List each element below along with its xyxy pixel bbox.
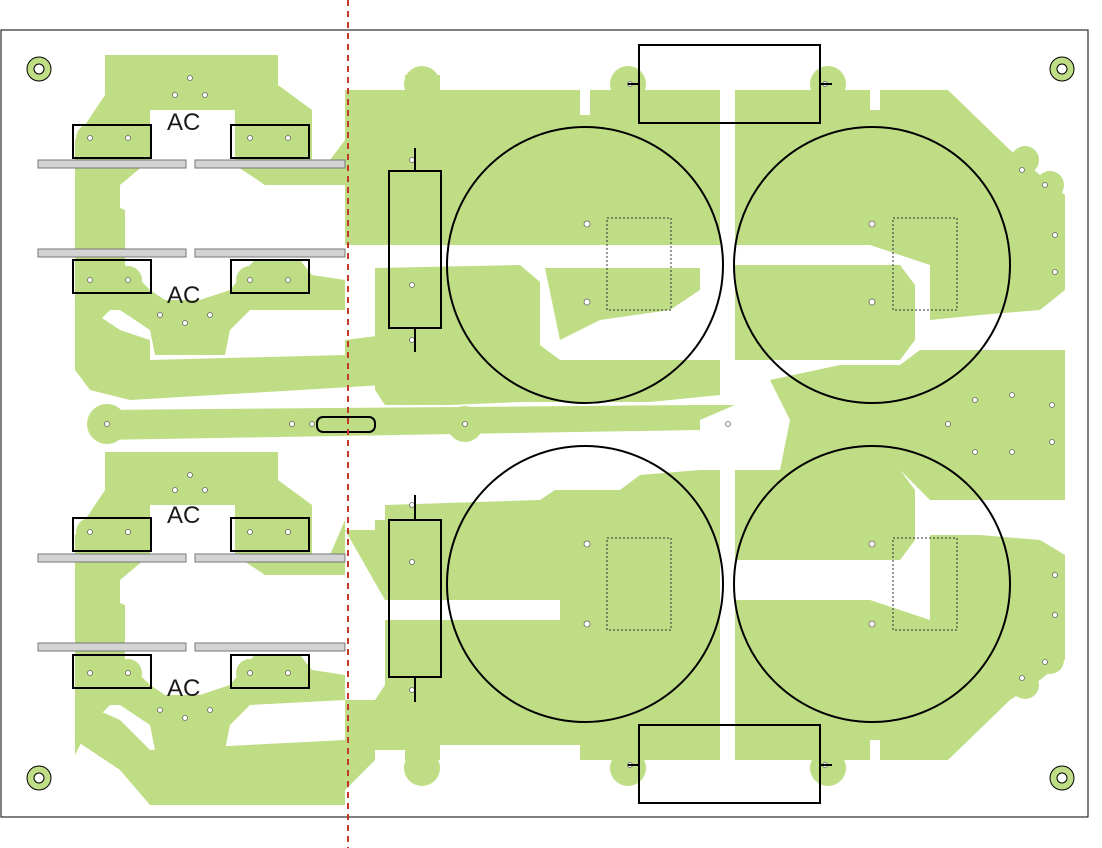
capacitor-top-right	[733, 126, 1011, 404]
capacitors	[446, 126, 1011, 723]
copper-rectifier-upper-bottom	[75, 200, 345, 360]
copper-cap-pad-top-left	[545, 268, 700, 340]
bridge-footprints	[72, 124, 310, 689]
copper-pad-bottom-3	[810, 750, 846, 786]
capacitor-bottom-right	[733, 445, 1011, 723]
capacitor-top-left	[446, 126, 724, 404]
copper-bus-right-lower	[735, 470, 915, 560]
heatsink-bars	[37, 159, 346, 652]
copper-pad-right-4	[1011, 671, 1039, 699]
capacitor-markers	[606, 217, 958, 631]
mounting-holes	[26, 56, 1075, 791]
copper-pad-bottom-1	[404, 750, 440, 786]
copper-rectifier-lower-pour	[75, 700, 375, 805]
copper-bus-right-upper	[735, 90, 1065, 320]
copper-rectifier-lower-top	[75, 452, 345, 628]
copper-cap-pad-bottom-left	[540, 502, 700, 580]
copper-pad-top-1	[404, 66, 440, 102]
copper-pad-cap-3	[573, 606, 601, 634]
ac-label-lower-2: AC	[167, 675, 200, 702]
drill-holes	[87, 75, 1058, 768]
copper-pad-right-1	[1011, 146, 1039, 174]
copper-pad-cap-2	[858, 214, 886, 242]
copper-pad-right-2	[1036, 171, 1064, 199]
copper-layer	[75, 55, 1065, 805]
capacitor-bottom-left	[446, 445, 724, 723]
copper-bus-upper-mid	[375, 265, 720, 405]
copper-bus-upper	[345, 75, 720, 245]
ac-label-upper-2: AC	[167, 282, 200, 309]
fuse-holder	[316, 416, 376, 433]
copper-bus-right-mid	[735, 265, 915, 360]
mounting-hole-bottom-left	[26, 765, 52, 791]
mounting-hole-bottom-right	[1049, 765, 1075, 791]
copper-pad-right-3	[1036, 646, 1064, 674]
copper-bus-right-center	[770, 350, 1065, 500]
mounting-hole-top-left	[26, 56, 52, 82]
copper-pad-cap-4	[858, 606, 886, 634]
lead-marks	[414, 83, 832, 766]
copper-rectifier-upper-lower-pour	[75, 300, 385, 400]
copper-rectifier-lower-bottom	[75, 595, 345, 755]
copper-bus-right-lower-2	[735, 535, 1065, 760]
copper-rectifier-upper-top	[75, 55, 345, 235]
ac-label-lower-1: AC	[167, 502, 200, 529]
copper-pad-cap-1	[573, 214, 601, 242]
copper-pad-bottom-2	[610, 750, 646, 786]
ac-label-upper-1: AC	[167, 109, 200, 136]
copper-center-rail	[95, 405, 735, 440]
mounting-hole-top-right	[1049, 56, 1075, 82]
